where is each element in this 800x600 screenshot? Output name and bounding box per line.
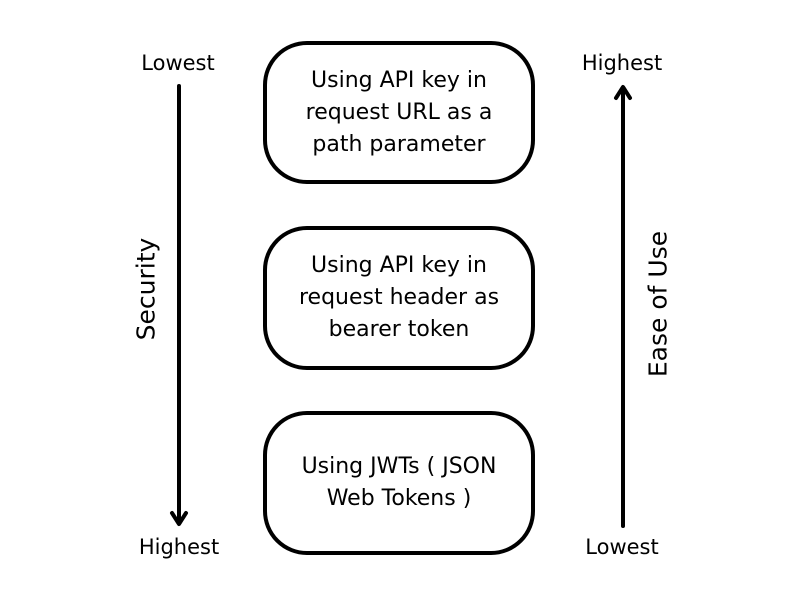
ease-axis-arrow (614, 85, 632, 528)
method-box-header-bearer-token: Using API key in request header as beare… (263, 226, 535, 370)
ease-axis-top-label: Highest (581, 51, 663, 75)
method-box-jwt: Using JWTs ( JSON Web Tokens ) (263, 411, 535, 555)
method-label: Using JWTs ( JSON Web Tokens ) (301, 454, 497, 511)
method-label: Using API key in request header as beare… (298, 253, 500, 342)
security-axis-arrow (170, 84, 188, 526)
method-label: Using API key in request URL as a path p… (305, 67, 493, 157)
ease-axis-bottom-label: Lowest (585, 535, 659, 559)
security-axis-top-label: Lowest (141, 51, 215, 75)
security-axis-title: Security (131, 237, 161, 341)
ease-axis-title: Ease of Use (643, 230, 673, 378)
method-box-url-path-parameter: Using API key in request URL as a path p… (263, 41, 535, 184)
security-axis-bottom-label: Highest (138, 535, 220, 559)
